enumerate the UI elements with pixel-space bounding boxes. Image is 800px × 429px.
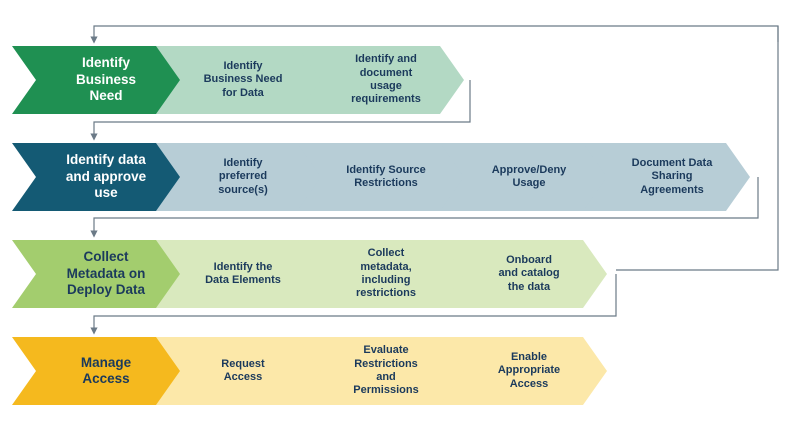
access-phase: Manage Access [12, 337, 180, 405]
phase-label: Manage Access [80, 354, 132, 386]
business-need-step-2: Identify and document usage requirements [296, 46, 464, 114]
metadata-phase: Collect Metadata on Deploy Data [12, 240, 180, 308]
connector-row2-row3 [90, 177, 759, 238]
data-approval-phase: Identify data and approve use [12, 143, 180, 211]
phase-label: Identify Business Need [75, 55, 137, 104]
business-need-step-1: Identify Business Need for Data [153, 46, 321, 114]
metadata-step-2: Collect metadata, including restrictions [296, 240, 464, 308]
access-step-2: Evaluate Restrictions and Permissions [296, 337, 464, 405]
metadata-step-1: Identify the Data Elements [153, 240, 321, 308]
step-label: Collect metadata, including restrictions [356, 247, 416, 300]
connector-row1-row2 [90, 80, 471, 141]
step-label: Document Data Sharing Agreements [631, 156, 713, 196]
data-approval-step-2: Identify Source Restrictions [296, 143, 464, 211]
data-approval-step-1: Identify preferred source(s) [153, 143, 321, 211]
business-need-phase: Identify Business Need [12, 46, 180, 114]
step-label: Identify preferred source(s) [218, 156, 268, 196]
step-label: Request Access [221, 357, 265, 383]
step-label: Enable Appropriate Access [497, 350, 561, 390]
phase-label: Collect Metadata on Deploy Data [66, 249, 146, 298]
access-step-1: Request Access [153, 337, 321, 405]
step-label: Identify Source Restrictions [346, 163, 426, 189]
metadata-step-3: Onboard and catalog the data [439, 240, 607, 308]
connector-top [90, 25, 779, 44]
connector-row3-row4 [90, 274, 617, 335]
step-label: Identify and document usage requirements [351, 53, 421, 106]
data-approval-step-3: Approve/Deny Usage [439, 143, 607, 211]
data-approval-step-4: Document Data Sharing Agreements [582, 143, 750, 211]
step-label: Identify the Data Elements [205, 260, 281, 286]
step-label: Evaluate Restrictions and Permissions [353, 344, 419, 397]
connector-right-rail [616, 26, 779, 271]
step-label: Identify Business Need for Data [203, 59, 283, 99]
access-step-3: Enable Appropriate Access [439, 337, 607, 405]
step-label: Onboard and catalog the data [498, 253, 560, 293]
phase-label: Identify data and approve use [65, 152, 147, 201]
step-label: Approve/Deny Usage [491, 163, 567, 189]
